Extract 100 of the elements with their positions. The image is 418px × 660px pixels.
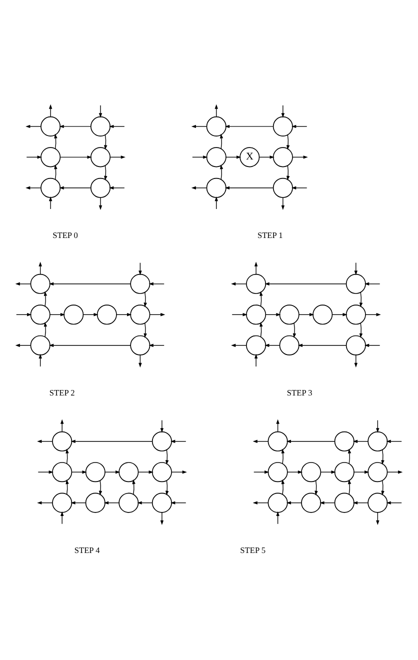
arrow — [381, 449, 384, 465]
arrow — [70, 501, 86, 504]
arrow — [320, 501, 336, 504]
arrow — [160, 420, 164, 433]
node-circle — [272, 147, 293, 168]
arrow — [264, 344, 280, 347]
arrow — [386, 470, 403, 474]
node-circle — [40, 147, 61, 168]
arrow — [232, 313, 248, 316]
node-circle — [130, 335, 150, 356]
arrow — [110, 156, 126, 159]
arrow — [49, 344, 131, 347]
arrow — [109, 124, 125, 128]
arrow — [49, 282, 131, 286]
arrow — [231, 344, 247, 347]
arrow — [386, 501, 402, 504]
arrow — [98, 480, 102, 496]
node-circle — [40, 178, 61, 198]
arrow — [332, 313, 348, 316]
arrow — [54, 164, 58, 180]
node-circle — [346, 335, 366, 356]
arrow — [354, 354, 358, 368]
arrow — [171, 470, 187, 474]
arrow — [281, 448, 285, 464]
arrow — [286, 440, 335, 443]
arrow — [260, 322, 263, 338]
node-circle — [301, 492, 322, 513]
arrow — [365, 313, 381, 316]
arrow — [354, 262, 358, 276]
node-circle — [334, 431, 354, 452]
arrow — [16, 313, 32, 316]
arrow — [364, 282, 380, 286]
arrow — [66, 448, 69, 464]
arrow — [15, 344, 31, 347]
arrow — [166, 480, 169, 496]
node-circle — [118, 462, 139, 482]
node-circle — [246, 274, 266, 294]
arrow — [386, 440, 402, 443]
arrow — [320, 470, 336, 474]
arrow — [104, 501, 120, 504]
node-circle — [268, 492, 288, 513]
arrow — [192, 156, 208, 159]
arrow — [252, 440, 268, 443]
node-circle — [30, 304, 50, 325]
arrow — [60, 156, 92, 159]
node-circle — [85, 492, 106, 513]
arrow — [104, 134, 108, 150]
arrow — [292, 186, 308, 190]
arrow — [264, 282, 347, 286]
node-circle — [272, 116, 293, 136]
node-circle — [279, 304, 300, 325]
arrow — [48, 104, 52, 118]
arrow — [71, 470, 87, 474]
arrow — [254, 262, 258, 274]
node-circle — [30, 335, 50, 356]
arrow — [137, 501, 153, 504]
node-circle — [246, 335, 266, 356]
arrow — [170, 440, 186, 443]
arrow — [348, 479, 352, 495]
node-circle — [130, 304, 150, 325]
arrow — [354, 470, 370, 474]
arrow — [60, 419, 64, 432]
arrow — [226, 156, 242, 159]
node-circle — [334, 492, 354, 513]
arrow — [26, 156, 42, 159]
node-circle — [30, 274, 50, 294]
node-circle — [130, 274, 150, 294]
arrow — [66, 479, 69, 495]
node-circle — [368, 462, 388, 482]
arrow — [44, 322, 48, 338]
arrow — [116, 313, 132, 316]
node-circle — [206, 178, 226, 198]
arrow — [148, 282, 164, 286]
node-circle — [346, 274, 366, 294]
node-circle — [268, 462, 288, 482]
node-circle — [52, 462, 72, 482]
arrow — [254, 354, 258, 367]
arrow — [166, 449, 169, 465]
arrow — [224, 186, 274, 190]
node-circle — [90, 178, 111, 198]
node-circle — [118, 492, 139, 513]
arrow — [292, 322, 296, 338]
arrow — [258, 156, 274, 159]
arrow — [359, 292, 363, 308]
arrow — [54, 134, 58, 150]
arrow — [98, 104, 102, 118]
node-circle — [268, 431, 288, 452]
arrow — [265, 313, 281, 316]
arrow — [352, 501, 368, 504]
node-circle — [301, 462, 322, 482]
arrow — [148, 344, 164, 347]
arrow — [254, 470, 270, 474]
node-circle — [52, 431, 72, 452]
arrow — [26, 186, 42, 190]
arrow — [104, 165, 108, 181]
arrow — [292, 156, 308, 159]
node-circle — [334, 462, 354, 482]
arrow — [50, 313, 66, 316]
node-circle — [90, 147, 111, 168]
arrow — [314, 480, 318, 496]
